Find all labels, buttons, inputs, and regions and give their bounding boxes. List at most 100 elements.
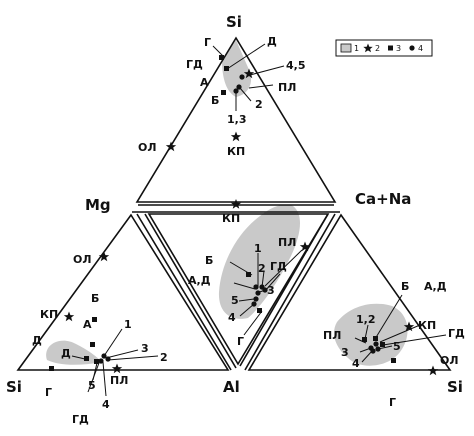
leader-line <box>87 362 100 393</box>
vertex-al: Al <box>223 378 240 396</box>
channel-left-inner <box>144 213 237 369</box>
label-12: 1,2 <box>356 313 376 326</box>
right-triangle <box>247 213 452 371</box>
square-marker <box>246 272 251 277</box>
label-4: 4 <box>228 311 236 324</box>
leader-line <box>239 87 252 102</box>
leader-line <box>361 350 373 363</box>
legend-field-swatch <box>340 43 352 53</box>
star-marker <box>165 141 177 152</box>
label-4: 4 <box>352 357 360 370</box>
label-3: 3 <box>267 284 275 297</box>
circle-marker <box>375 346 381 352</box>
star-marker <box>403 321 415 332</box>
circle-marker <box>239 74 245 80</box>
star-marker <box>230 131 242 142</box>
leader-line <box>105 349 139 359</box>
middle-field <box>218 204 301 319</box>
label-ol: ОЛ <box>73 253 92 266</box>
label-kp: КП <box>222 212 240 225</box>
vertex-ca-na: Ca+Na <box>355 190 411 208</box>
channel-right-inner <box>239 213 329 367</box>
right-field <box>334 303 408 366</box>
square-marker <box>391 358 396 363</box>
legend-label-2: 2 <box>375 44 380 53</box>
circle-marker <box>105 356 111 362</box>
star-marker <box>427 365 439 376</box>
legend-circle-icon <box>409 45 415 51</box>
label-d: Д <box>32 334 42 347</box>
legend-label-3: 3 <box>396 44 401 53</box>
label-2: 2 <box>258 262 266 275</box>
label-1: 1 <box>124 318 132 331</box>
left-labels: ОЛ КП Д Б А 1 Д 3 2 Г 5 4 ПЛ ГД <box>32 253 168 426</box>
top-labels: Г Д ГД А Б 4,5 ПЛ 2 1,3 КП ОЛ <box>138 35 306 158</box>
leader-line <box>239 303 255 317</box>
label-ol: ОЛ <box>138 141 157 154</box>
circle-marker <box>373 341 379 347</box>
label-4: 4 <box>102 398 110 411</box>
label-13: 1,3 <box>227 113 247 126</box>
label-2: 2 <box>160 351 168 364</box>
right-points <box>362 321 439 376</box>
label-5: 5 <box>393 340 401 353</box>
square-marker <box>219 55 224 60</box>
top-points <box>165 55 255 152</box>
circle-marker <box>253 284 259 290</box>
vertex-left-si: Si <box>6 378 22 396</box>
square-marker <box>90 342 95 347</box>
star-marker <box>98 251 110 262</box>
vertex-top-si: Si <box>226 13 242 31</box>
square-marker <box>49 366 54 371</box>
circle-marker <box>370 348 376 354</box>
legend: 1 2 3 4 <box>335 39 433 57</box>
label-d: Д <box>61 347 71 360</box>
circle-marker <box>255 290 261 296</box>
label-3: 3 <box>341 346 349 359</box>
label-b: Б <box>401 280 409 293</box>
channel-left-outer <box>136 213 232 371</box>
legend-star-icon <box>363 43 373 53</box>
leader-line <box>264 249 303 287</box>
label-pl: ПЛ <box>323 329 341 342</box>
legend-frame <box>335 39 433 57</box>
label-kp: КП <box>227 145 245 158</box>
leader-line <box>107 355 159 361</box>
legend-label-4: 4 <box>418 44 423 53</box>
channel-right-outer <box>244 213 336 371</box>
label-b: Б <box>211 94 219 107</box>
right-labels: Б А,Д 1,2 КП ПЛ ГД 3 5 4 ОЛ Г <box>323 280 465 409</box>
label-gd: ГД <box>186 58 203 71</box>
label-pl: ПЛ <box>278 81 296 94</box>
star-marker <box>230 199 242 209</box>
leader-line <box>364 324 369 340</box>
leader-line <box>261 270 265 288</box>
star-marker <box>243 68 255 79</box>
label-a: А <box>200 76 209 89</box>
square-marker <box>221 90 226 95</box>
label-ol: ОЛ <box>440 354 459 367</box>
label-1: 1 <box>254 242 262 255</box>
star-marker <box>111 363 123 374</box>
circle-marker <box>101 353 107 359</box>
top-field <box>222 40 252 97</box>
circle-marker <box>236 84 242 90</box>
circle-marker <box>262 287 268 293</box>
triangle-frame <box>16 36 452 371</box>
middle-triangle <box>147 213 330 366</box>
leader-line <box>374 294 403 340</box>
square-marker <box>373 336 378 341</box>
label-g: Г <box>45 386 52 399</box>
left-points <box>49 251 123 374</box>
leader-line <box>264 273 281 292</box>
label-gd: ГД <box>270 260 287 273</box>
square-marker <box>380 342 385 347</box>
label-a: А <box>83 318 92 331</box>
legend-label-1: 1 <box>354 44 359 53</box>
star-marker <box>63 311 75 322</box>
circle-marker <box>98 358 104 364</box>
leader-line <box>379 324 421 343</box>
label-g: Г <box>237 335 244 348</box>
leader-line <box>102 361 107 397</box>
